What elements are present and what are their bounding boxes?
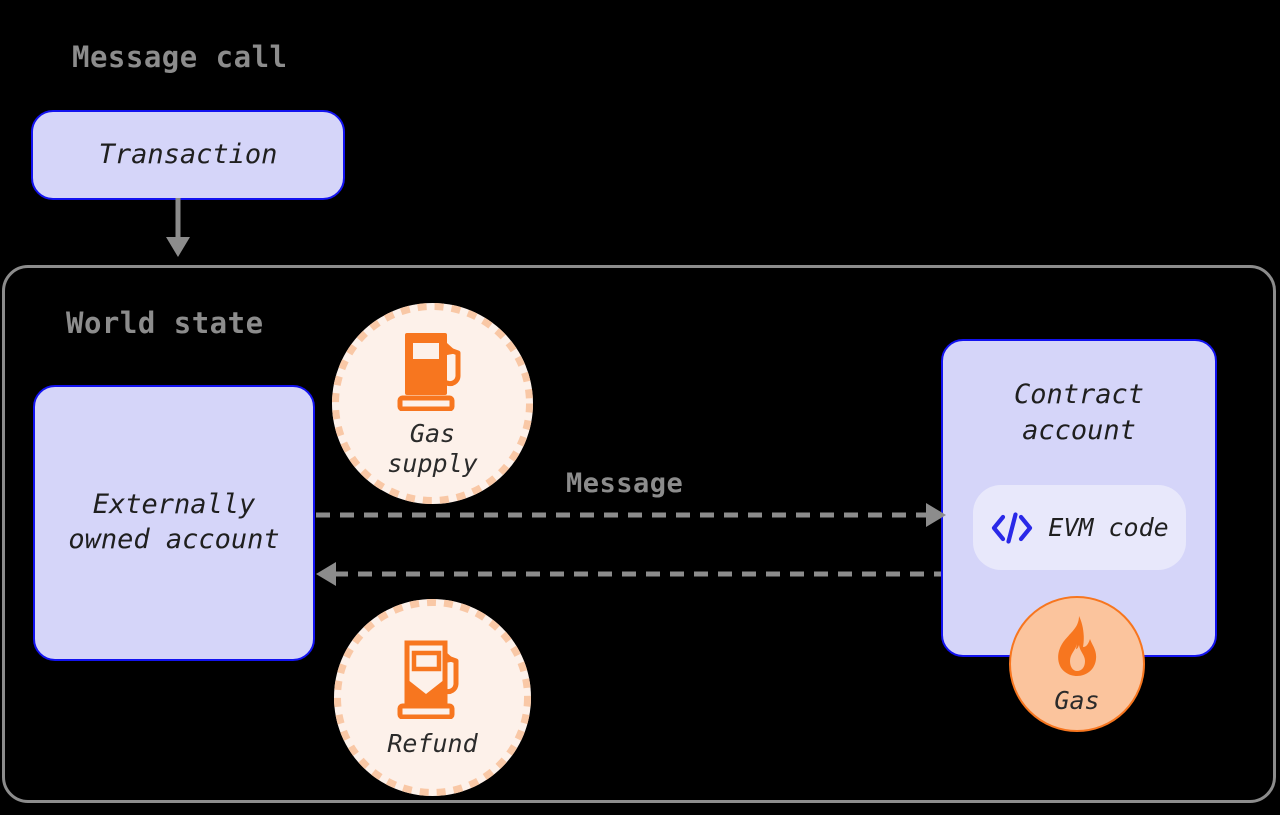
badge-refund[interactable]: Refund <box>334 599 531 796</box>
badge-gas-supply-label: Gas supply <box>387 419 478 478</box>
evm-code-label: EVM code <box>1048 512 1169 542</box>
evm-code-chip[interactable]: EVM code <box>973 485 1186 570</box>
node-transaction-label: Transaction <box>98 138 278 170</box>
badge-gas-label: Gas <box>1054 685 1100 715</box>
node-eoa-text: Externally owned account <box>68 488 279 557</box>
node-contract-title: Contract account <box>1014 377 1144 450</box>
node-eoa-label-line2: owned account <box>68 524 280 555</box>
gas-pump-full-icon <box>395 329 471 415</box>
gas-pump-half-icon <box>395 637 471 723</box>
node-transaction[interactable]: Transaction <box>31 110 345 200</box>
arrow-transaction-to-world-state <box>166 198 190 257</box>
code-icon <box>990 511 1034 545</box>
page-title: Message call <box>72 40 288 74</box>
world-state-container <box>2 265 1276 803</box>
world-state-title: World state <box>66 306 264 340</box>
node-contract-label-line2: account <box>1022 415 1136 447</box>
message-arrow-label: Message <box>566 468 684 499</box>
badge-gas[interactable]: Gas <box>1009 596 1145 732</box>
node-externally-owned-account[interactable]: Externally owned account <box>33 385 315 661</box>
badge-refund-label: Refund <box>387 728 478 758</box>
node-contract-label-line1: Contract <box>1013 379 1145 410</box>
node-eoa-label-line1: Externally <box>92 489 256 521</box>
flame-icon <box>1046 614 1108 684</box>
badge-gas-supply[interactable]: Gas supply <box>332 303 533 504</box>
